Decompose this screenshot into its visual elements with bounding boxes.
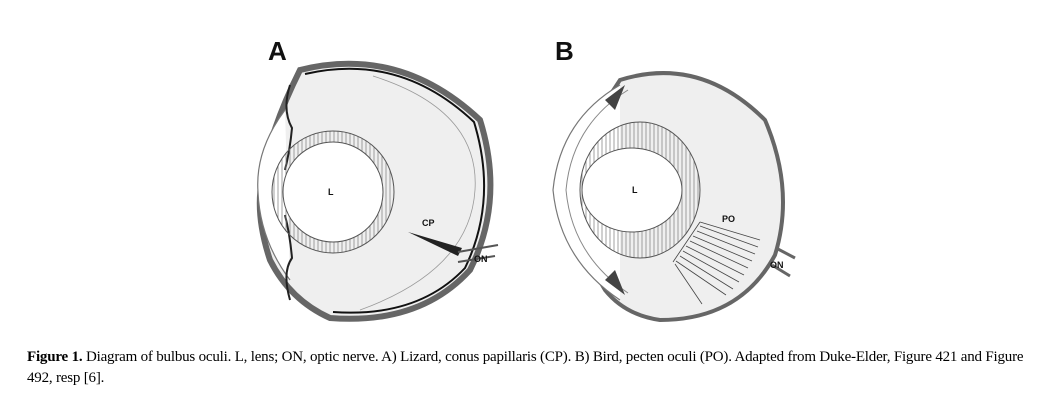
figure-number: Figure 1. [27, 349, 83, 365]
conus-papillaris-label: CP [422, 218, 435, 228]
caption-text: Diagram of bulbus oculi. L, lens; ON, op… [27, 349, 1024, 386]
pecten-oculi-label: PO [722, 214, 735, 224]
panel-a-label: A [268, 36, 287, 66]
lizard-eye-diagram: A L CP ON [256, 36, 499, 322]
optic-nerve-label-a: ON [474, 254, 488, 264]
figure-caption: Figure 1. Diagram of bulbus oculi. L, le… [27, 347, 1037, 389]
lens-label-b: L [632, 185, 638, 195]
panel-b-label: B [555, 36, 574, 66]
optic-nerve-label-b: ON [770, 260, 784, 270]
figure-diagrams: A L CP ON B [256, 36, 796, 323]
lens-label-a: L [328, 187, 334, 197]
bird-eye-diagram: B L PO ON [552, 36, 796, 323]
